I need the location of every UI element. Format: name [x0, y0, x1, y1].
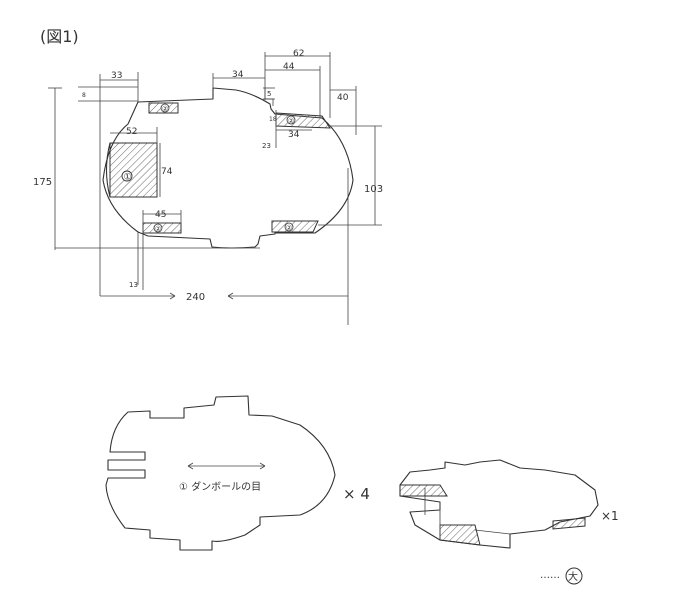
part-2-top: ② — [148, 102, 179, 114]
dim-40: 40 — [337, 93, 349, 103]
dim-52: 52 — [126, 127, 137, 137]
dim-44: 44 — [283, 62, 295, 72]
signature-mark: 大 — [568, 570, 578, 583]
part-label-2d: ② — [286, 224, 292, 232]
signature-dots: …… — [540, 570, 560, 581]
part-2-bottom: ② — [142, 222, 182, 234]
dim-45: 45 — [155, 210, 166, 220]
part-label-1: ① — [124, 173, 132, 183]
figure-label: (図1) — [40, 27, 79, 46]
dim-103: 103 — [364, 184, 383, 195]
dimension-labels: 33 34 44 62 40 8 5 18 34 23 52 74 45 175… — [33, 49, 383, 303]
dim-240: 240 — [186, 292, 205, 303]
flat-piece: ① ダンボールの目 — [105, 395, 336, 551]
part-label-2a: ② — [162, 105, 168, 113]
part-label-2c: ② — [288, 117, 294, 125]
qty-3d-label: ×1 — [601, 509, 619, 523]
dimension-lines — [48, 52, 382, 325]
grain-direction-label: ① ダンボールの目 — [179, 480, 261, 493]
assembled-piece-3d — [399, 459, 599, 549]
dim-8: 8 — [82, 92, 86, 99]
part-label-2b: ② — [155, 225, 161, 233]
dim-33: 33 — [111, 71, 122, 81]
part-1-piece: ① — [105, 142, 158, 198]
dim-34b: 34 — [288, 130, 300, 140]
dim-13: 13 — [129, 281, 138, 289]
dim-175: 175 — [33, 177, 52, 188]
dim-18: 18 — [269, 116, 277, 123]
dim-74: 74 — [161, 167, 173, 177]
dim-34: 34 — [232, 70, 244, 80]
dim-5: 5 — [267, 90, 271, 98]
qty-flat-label: × 4 — [343, 485, 370, 503]
dim-23: 23 — [262, 142, 271, 150]
dim-62: 62 — [293, 49, 304, 59]
part-2-right-bottom: ② — [271, 220, 319, 233]
part-2-right-top: ② — [275, 112, 331, 129]
